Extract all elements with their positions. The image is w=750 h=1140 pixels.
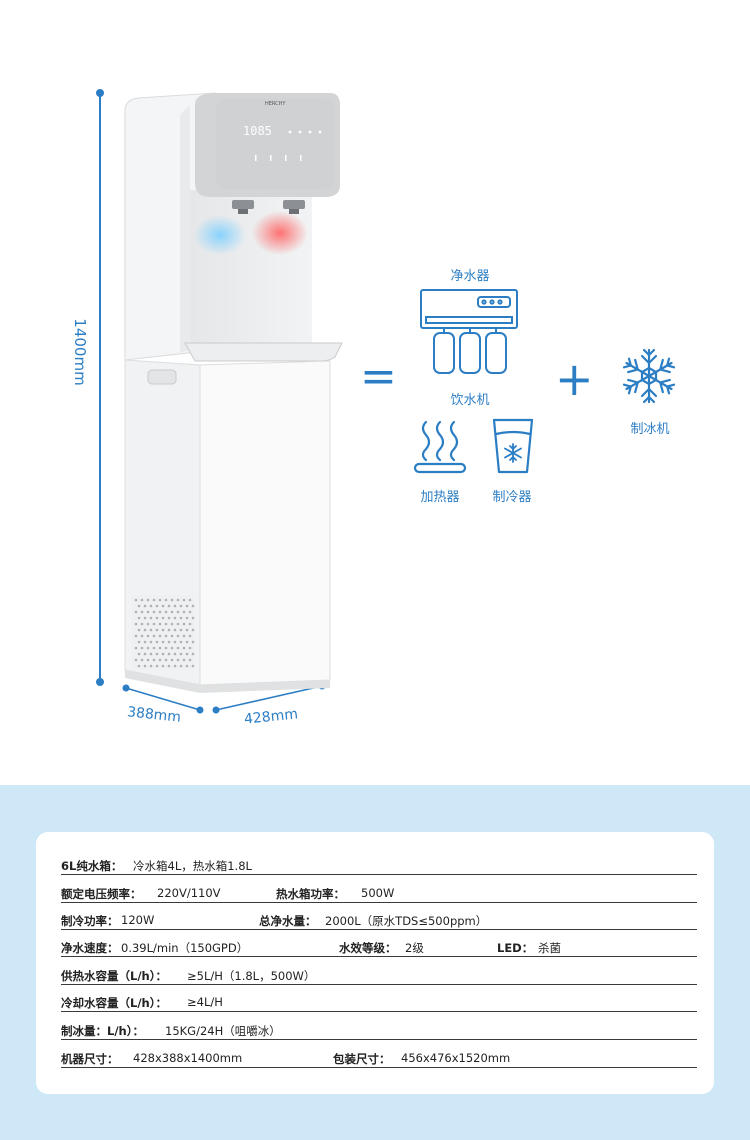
spec-value: 2000L（原水TDS≤500ppm） [325, 914, 488, 928]
heater-icon [413, 420, 467, 474]
cooler-cup-icon [492, 418, 534, 474]
spec-row: 供热水容量（L/h）： ≥5L/H（1.8L，500W） [61, 958, 697, 985]
purifier-label: 净水器 [450, 269, 490, 284]
spec-card: 6L纯水箱： 冷水箱4L，热水箱1.8L 额定电压频率： 220V/110V 热水箱功率… [36, 832, 714, 1094]
heater-label: 加热器 [420, 490, 460, 505]
spec-value: ≥4L/H [187, 995, 223, 1009]
spec-value: 500W [361, 886, 395, 900]
spec-band: 6L纯水箱： 冷水箱4L，热水箱1.8L 额定电压频率： 220V/110V 热水箱功率… [0, 785, 750, 1140]
spec-row: 制冰量：L/h）： 15KG/24H（咀嚼冰） [61, 1013, 697, 1040]
spec-key: 额定电压频率： [61, 887, 142, 901]
dispenser-label: 饮水机 [450, 393, 490, 408]
spec-value: 15KG/24H（咀嚼冰） [165, 1024, 281, 1038]
product-section: 1400mm 388mm 428mm [71, 89, 676, 728]
spec-row: 冷却水容量（L/h）： ≥4L/H [61, 985, 697, 1012]
spec-row: 机器尺寸： 428x388x1400mm 包装尺寸： 456x476x1520mm [61, 1041, 697, 1068]
spec-key: 机器尺寸： [61, 1052, 119, 1066]
cooler-label: 制冷器 [492, 490, 532, 505]
spec-row: 6L纯水箱： 冷水箱4L，热水箱1.8L [61, 848, 697, 875]
snowflake-icon [622, 348, 676, 404]
height-label: 1400mm [71, 318, 89, 386]
height-dimension-line [99, 92, 101, 682]
spec-row: 制冷功率：120W 总净水量： 2000L（原水TDS≤500ppm） [61, 903, 697, 930]
spec-key: 包装尺寸： [333, 1052, 391, 1066]
spec-row: 额定电压频率： 220V/110V 热水箱功率： 500W [61, 876, 697, 903]
spec-key: 6L纯水箱： [61, 859, 123, 873]
plus-sign: + [555, 352, 594, 406]
spec-key: 制冷功率： [61, 914, 119, 928]
display-readout: 1085 [243, 124, 272, 138]
dimension-dot [96, 678, 104, 686]
spec-key: 热水箱功率： [276, 887, 345, 901]
spec-value: 456x476x1520mm [401, 1051, 511, 1065]
spec-key: 水效等级： [339, 941, 397, 955]
brand-logo: HERCHY [265, 101, 286, 107]
water-purifier-icon [420, 289, 518, 374]
spec-value: 428x388x1400mm [133, 1051, 243, 1065]
spec-key: 冷却水容量（L/h）： [61, 996, 167, 1010]
spec-value: 杀菌 [538, 941, 561, 955]
spec-key: 供热水容量（L/h）： [61, 969, 167, 983]
spec-key: 制冰量：L/h）： [61, 1024, 144, 1038]
spec-key: 净水速度： [61, 941, 119, 955]
water-dispenser-illustration: HERCHY 1085 [124, 92, 343, 693]
ice-maker-label: 制冰机 [630, 422, 670, 437]
spec-key: LED： [497, 941, 534, 955]
dimension-dot [96, 89, 104, 97]
spec-value: 0.39L/min（150GPD） [121, 941, 249, 955]
spec-value: 冷水箱4L，热水箱1.8L [133, 859, 252, 873]
spec-key: 总净水量： [259, 914, 317, 928]
equals-sign: = [360, 351, 397, 402]
spec-value: 120W [121, 913, 155, 927]
spec-value: 220V/110V [157, 886, 221, 900]
spec-value: ≥5L/H（1.8L，500W） [187, 969, 316, 983]
spec-value: 2级 [405, 941, 424, 955]
spec-row: 净水速度：0.39L/min（150GPD） 水效等级： 2级 LED： 杀菌 [61, 930, 697, 957]
